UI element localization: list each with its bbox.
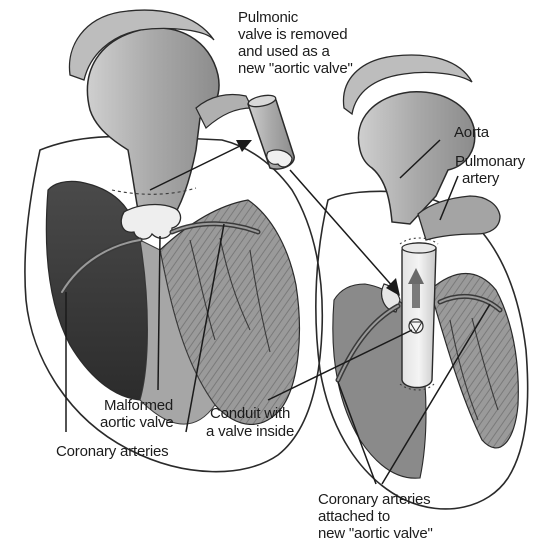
conduit-top-opening <box>402 243 436 253</box>
label-coronary-attached-line1: Coronary arteries <box>318 491 430 508</box>
label-coronary-attached-line2: attached to <box>318 508 390 525</box>
label-malformed-line1: Malformed <box>104 397 173 414</box>
label-pulmonary-line2: artery <box>462 170 500 187</box>
label-conduit-line1: Conduit with <box>210 405 290 422</box>
label-coronary-attached-line3: new "aortic valve" <box>318 525 433 542</box>
label-malformed-line2: aortic valve <box>100 414 173 431</box>
label-pulmonary-line1: Pulmonary <box>455 153 526 170</box>
transplant-arrow-line <box>290 170 394 288</box>
label-pulmonic-line2: valve is removed <box>238 26 347 43</box>
conduit-tube <box>402 243 436 388</box>
right-heart-illustration <box>316 55 528 509</box>
label-pulmonic-line4: new "aortic valve" <box>238 60 353 77</box>
label-coronary-left: Coronary arteries <box>56 443 168 460</box>
label-conduit-line2: a valve inside <box>206 423 294 440</box>
label-aorta: Aorta <box>454 124 490 141</box>
label-pulmonic-line3: and used as a <box>238 43 330 60</box>
label-pulmonic-line1: Pulmonic <box>238 9 299 26</box>
left-heart-illustration <box>25 10 322 472</box>
excised-pulmonic-valve <box>247 93 294 169</box>
